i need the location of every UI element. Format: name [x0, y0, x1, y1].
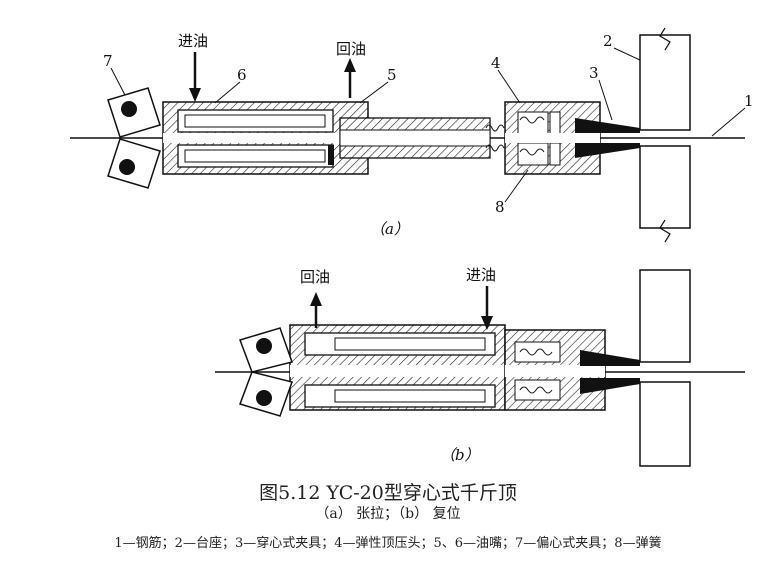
- figure-a: 7 6 5 4 3 2 1 8 进油 回油 （a）: [70, 27, 754, 243]
- oil-return-label-a: 回油: [336, 40, 366, 58]
- wedge-clamp-b: [580, 350, 640, 366]
- part-label-1: 1: [744, 92, 754, 110]
- part-label-2: 2: [603, 32, 613, 50]
- wedge-clamp-a: [575, 118, 640, 133]
- oil-in-label-a: 进油: [178, 32, 208, 50]
- jack-diagram: 7 6 5 4 3 2 1 8 进油 回油 （a）: [70, 27, 754, 467]
- part-label-8: 8: [495, 198, 505, 216]
- oil-return-label-b: 回油: [300, 268, 330, 286]
- part-label-7-a: 7: [103, 52, 113, 70]
- eccentric-clamp-b: [239, 327, 293, 417]
- figure-subtitle: （a） 张拉；（b） 复位: [315, 506, 461, 522]
- part-label-6: 6: [237, 66, 247, 84]
- figure-legend: 1—钢筋；2—台座；3—穿心式夹具；4—弹性顶压头；5、6—油嘴；7—偏心式夹具…: [114, 536, 662, 551]
- eccentric-clamp-a: [107, 87, 161, 189]
- subfigure-label-a: （a）: [370, 220, 409, 238]
- pedestal-b: [639, 269, 691, 467]
- figure-title: 图5.12 YC-20型穿心式千斤顶: [259, 482, 517, 504]
- subfigure-label-b: （b）: [440, 446, 480, 464]
- pedestal-a: [639, 34, 691, 229]
- part-label-5: 5: [387, 66, 397, 84]
- figure-b: 回油 进油 （b）: [215, 266, 745, 467]
- oil-in-label-b: 进油: [466, 266, 496, 284]
- part-label-4: 4: [491, 54, 501, 72]
- part-label-3: 3: [589, 64, 599, 82]
